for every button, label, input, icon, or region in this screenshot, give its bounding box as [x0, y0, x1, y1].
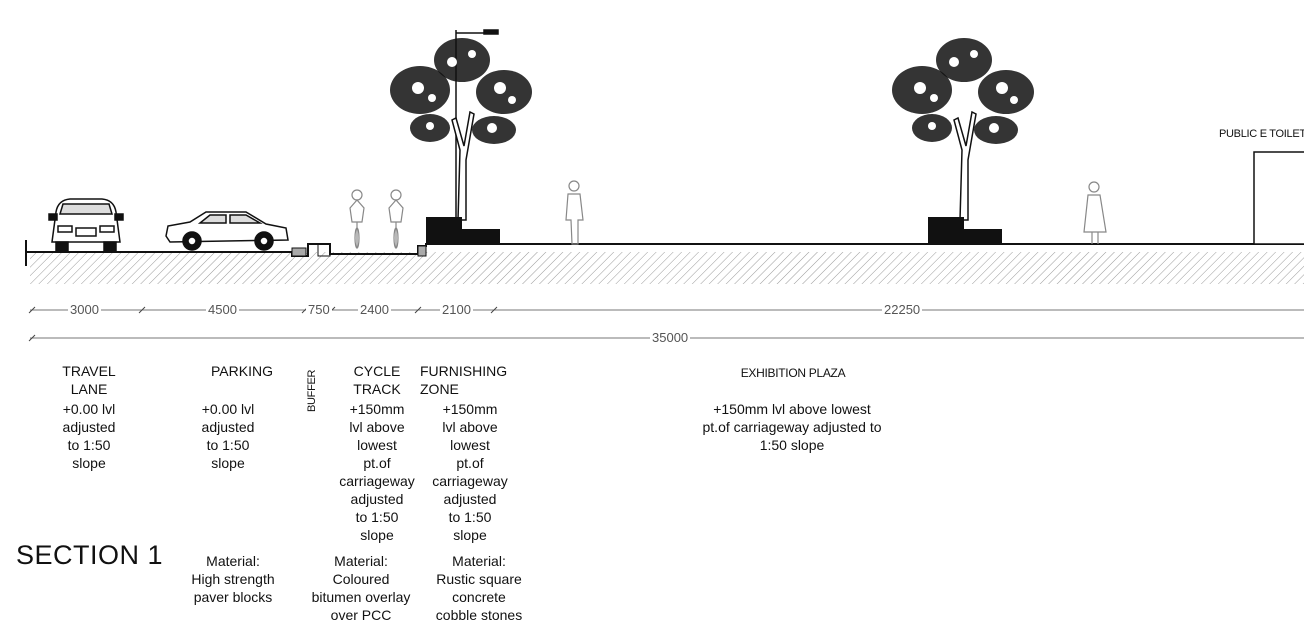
parking-label: PARKING [211, 363, 273, 379]
planter [462, 229, 500, 245]
furnishing-zone-level: +150mm lvl above lowest pt.of carriagewa… [432, 401, 508, 543]
dimension-label: 2400 [358, 302, 391, 317]
dimension-label: 3000 [68, 302, 101, 317]
parking-level: +0.00 lvl adjusted to 1:50 slope [201, 401, 255, 471]
cyclist-icon [349, 189, 365, 249]
cyclist-icon [388, 189, 404, 249]
car-front-icon [48, 198, 124, 253]
exhibition-plaza-level: +150mm lvl above lowest pt.of carriagewa… [702, 401, 882, 453]
parking-material: Material: High strength paver blocks [191, 553, 275, 605]
pedestrian-icon [565, 180, 584, 245]
planter [964, 229, 1002, 245]
furnishing-zone-label: FURNISHING ZONE [420, 363, 508, 397]
dimension-label: 750 [306, 302, 332, 317]
kerb [291, 247, 307, 257]
travel-lane-label: TRAVEL LANE [62, 363, 116, 397]
cycle-track-label: CYCLE TRACK [353, 363, 401, 397]
cycle-track-material: Material: Coloured bitumen overlay over … [311, 553, 411, 623]
dimension-label: 4500 [206, 302, 239, 317]
kerb [317, 243, 331, 257]
public-toilet-block [1253, 151, 1304, 245]
pedestrian-icon [1083, 181, 1107, 244]
section-title: SECTION 1 [16, 540, 164, 570]
buffer-label: BUFFER [306, 369, 318, 412]
car-side-icon [165, 211, 289, 251]
tree-icon [892, 38, 1034, 221]
cycle-track-level: +150mm lvl above lowest pt.of carriagewa… [339, 401, 415, 543]
planter [426, 217, 462, 245]
tree-icon [390, 38, 532, 221]
dimension-label: 2100 [440, 302, 473, 317]
exhibition-plaza-label: EXHIBITION PLAZA [740, 366, 846, 380]
planter [928, 217, 964, 245]
public-toilets-label: PUBLIC E TOILETS [1219, 128, 1304, 140]
kerb [417, 245, 427, 257]
travel-lane-level: +0.00 lvl adjusted to 1:50 slope [62, 401, 116, 471]
furnishing-zone-material: Material: Rustic square concrete cobble … [435, 553, 523, 623]
dimension-label: 22250 [882, 302, 923, 317]
dimension-total-label: 35000 [650, 330, 691, 345]
ground-hatch [30, 252, 1304, 284]
